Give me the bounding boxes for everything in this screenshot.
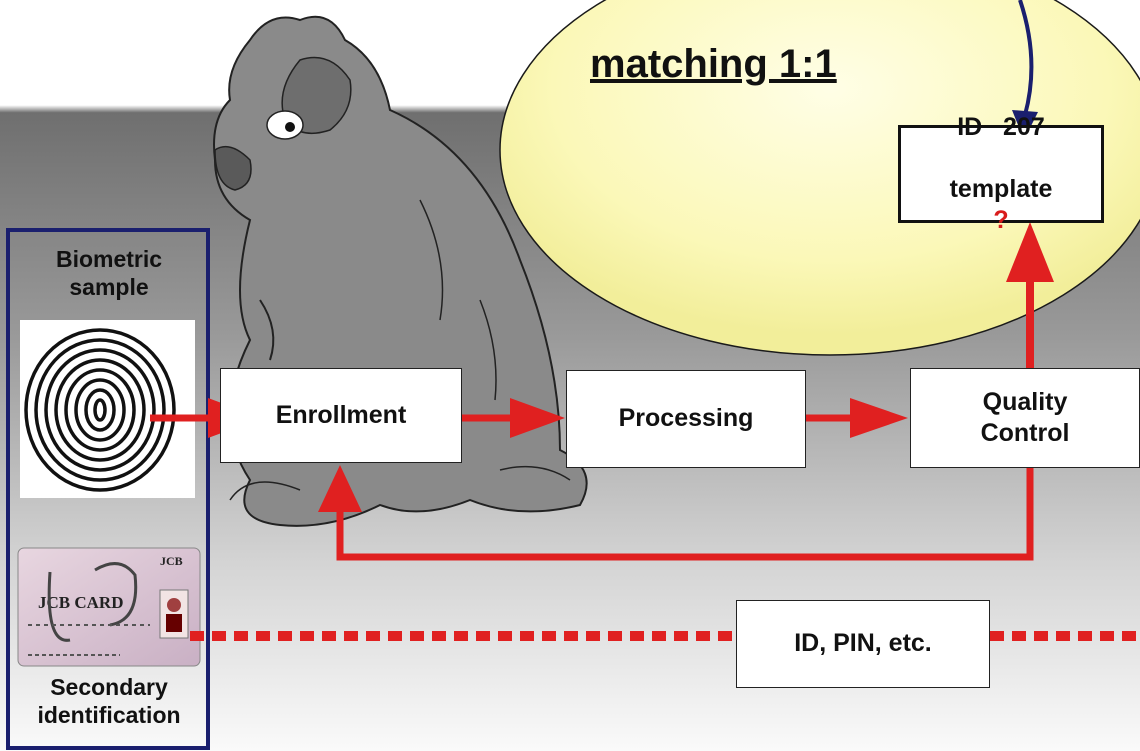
card-brand-text: JCB <box>160 554 183 568</box>
template-word-label: template ? <box>950 143 1053 237</box>
card-title-text: JCB CARD <box>38 593 123 612</box>
secondary-identification-label: Secondary identification <box>37 674 181 728</box>
processing-step: Processing <box>566 370 806 468</box>
template-id-label: ID 207 <box>957 112 1045 141</box>
fingerprint-image <box>20 320 195 498</box>
jcb-card-image: JCB JCB CARD <box>17 547 201 667</box>
template-box: ID 207 template ? <box>898 113 1104 234</box>
spotlight-circle <box>499 0 1140 356</box>
template-text: template <box>949 175 1053 203</box>
id-pin-box: ID, PIN, etc. <box>736 600 990 688</box>
enrollment-step: Enrollment <box>220 368 462 463</box>
template-question-mark: ? <box>993 206 1009 235</box>
left-panel-frame <box>6 228 210 750</box>
biometric-sample-label: Biometric sample <box>55 246 163 300</box>
diagram-title: matching 1:1 <box>590 42 837 86</box>
quality-control-step: Quality Control <box>910 368 1140 468</box>
